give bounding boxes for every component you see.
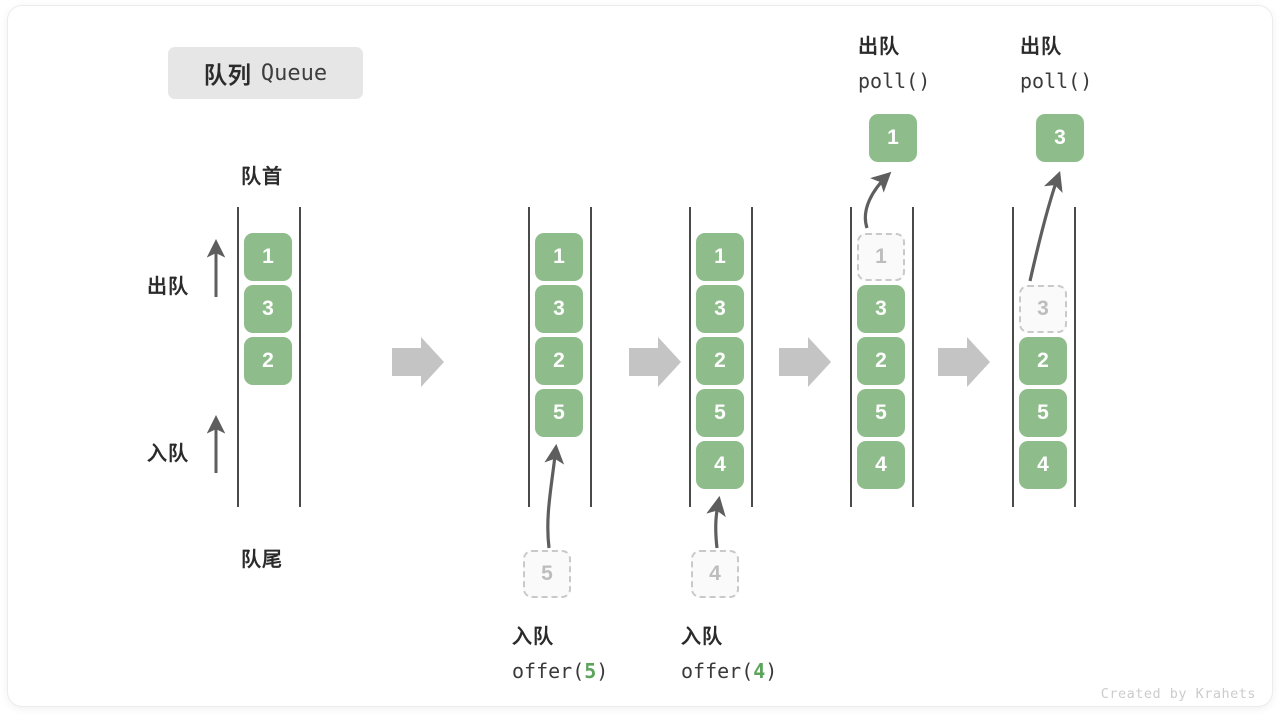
op-label-poll-1: 出队 poll() <box>858 30 930 99</box>
offer-5-suffix: ) <box>596 659 609 684</box>
rail-left <box>1012 207 1014 507</box>
queue-cell: 5 <box>857 389 905 437</box>
op-label-offer-4-cn: 入队 <box>681 626 723 648</box>
rail-right <box>590 207 592 507</box>
queue-cell: 5 <box>535 389 583 437</box>
queue-cell: 5 <box>696 389 744 437</box>
offer-5-arrow <box>544 443 565 549</box>
queue-cell: 3 <box>857 285 905 333</box>
queue-cell: 3 <box>1019 285 1067 333</box>
queue-cell: 1 <box>535 233 583 281</box>
queue-cell: 4 <box>696 441 744 489</box>
step-arrow-2 <box>629 337 681 387</box>
queue-cell: 2 <box>244 337 292 385</box>
diagram-title-cn: 队列 <box>203 62 252 88</box>
queue-cell: 2 <box>535 337 583 385</box>
op-label-poll-2: 出队 poll() <box>1020 30 1092 99</box>
tail-label: 队尾 <box>241 549 283 571</box>
outgoing-cell: 1 <box>869 114 917 162</box>
rail-left <box>850 207 852 507</box>
op-label-poll-2-cn: 出队 <box>1020 36 1062 58</box>
queue-cell: 4 <box>1019 441 1067 489</box>
enqueue-label: 入队 <box>147 443 189 465</box>
op-label-offer-4: 入队 offer(4) <box>681 620 777 689</box>
poll-1-arrow <box>863 171 892 229</box>
op-label-offer-5-cn: 入队 <box>512 626 554 648</box>
offer-5-prefix: offer( <box>512 659 585 684</box>
rail-right <box>1074 207 1076 507</box>
offer-4-arrow <box>706 495 726 549</box>
op-label-offer-5: 入队 offer(5) <box>512 620 608 689</box>
dequeue-label: 出队 <box>147 276 189 298</box>
rail-left <box>237 207 239 507</box>
op-label-offer-4-call: offer(4) <box>681 654 777 688</box>
queue-cell: 4 <box>857 441 905 489</box>
rail-right <box>299 207 301 507</box>
offer-4-value: 4 <box>753 659 766 684</box>
diagram-title-chip: 队列 Queue <box>168 47 363 99</box>
rail-left <box>528 207 530 507</box>
rail-right <box>751 207 753 507</box>
offer-4-prefix: offer( <box>681 659 754 684</box>
op-label-offer-5-call: offer(5) <box>512 654 608 688</box>
queue-cell: 1 <box>696 233 744 281</box>
op-label-poll-2-call: poll() <box>1020 69 1093 94</box>
queue-cell: 2 <box>696 337 744 385</box>
queue-cell: 3 <box>696 285 744 333</box>
queue-cell: 1 <box>857 233 905 281</box>
step-arrow-3 <box>779 337 831 387</box>
incoming-ghost-cell: 4 <box>691 550 739 598</box>
step-arrow-1 <box>392 337 444 387</box>
op-label-poll-1-call: poll() <box>858 69 931 94</box>
rail-left <box>689 207 691 507</box>
step-arrow-4 <box>938 337 990 387</box>
rail-right <box>912 207 914 507</box>
credit-text: Created by Krahets <box>1100 686 1256 702</box>
queue-cell: 1 <box>244 233 292 281</box>
queue-cell: 3 <box>244 285 292 333</box>
head-label: 队首 <box>241 166 283 188</box>
offer-4-suffix: ) <box>765 659 778 684</box>
op-label-poll-1-cn: 出队 <box>858 36 900 58</box>
queue-cell: 3 <box>535 285 583 333</box>
incoming-ghost-cell: 5 <box>523 550 571 598</box>
poll-2-arrow <box>1028 170 1063 282</box>
offer-5-value: 5 <box>584 659 597 684</box>
queue-cell: 5 <box>1019 389 1067 437</box>
queue-cell: 2 <box>857 337 905 385</box>
outgoing-cell: 3 <box>1036 114 1084 162</box>
diagram-title-en: Queue <box>260 60 328 86</box>
queue-cell: 2 <box>1019 337 1067 385</box>
